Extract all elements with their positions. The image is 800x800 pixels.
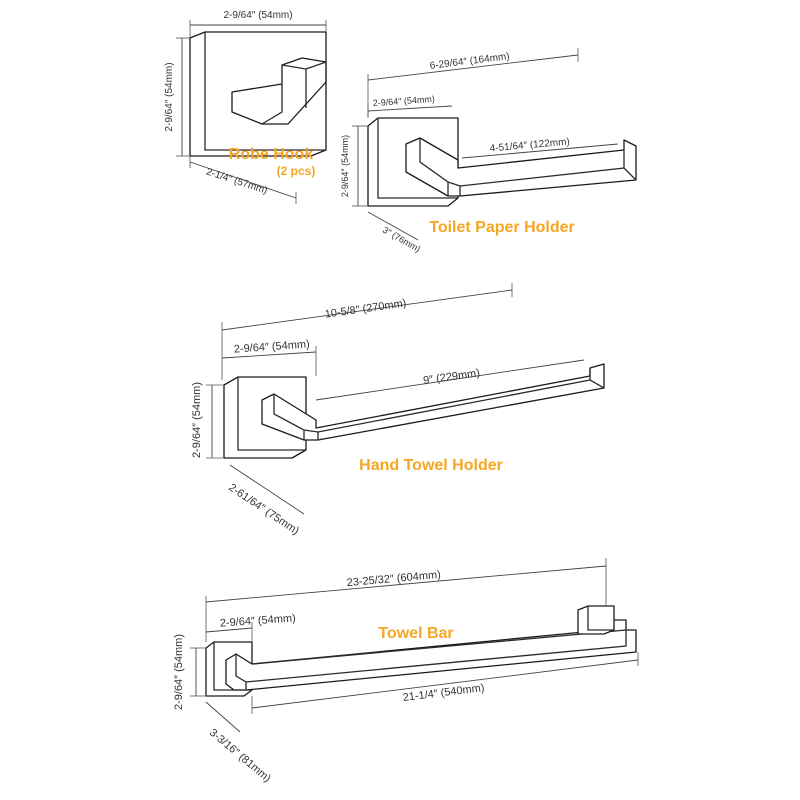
hand-towel-holder-overall-label: 10-5/8″ (270mm) (324, 297, 407, 320)
towel-bar-overall-label: 23-25/32″ (604mm) (346, 569, 441, 589)
hand-towel-holder-height-label: 2-9/64″ (54mm) (191, 382, 203, 458)
robe-hook-depth-label: 2-1/4″ (57mm) (205, 167, 269, 197)
towel-bar-height-label: 2-9/64″ (54mm) (173, 634, 185, 710)
towel-bar-bar-label: 21-1/4″ (540mm) (402, 682, 485, 704)
toilet-paper-holder-overall-label: 6-29/64″ (164mm) (429, 51, 510, 72)
hand-towel-holder-arm-label: 9″ (229mm) (422, 367, 480, 387)
robe-hook-note: (2 pcs) (277, 164, 316, 178)
hand-towel-holder-depth-label: 2-61/64″ (75mm) (226, 482, 301, 538)
robe-hook-width-label: 2-9/64″ (54mm) (223, 10, 292, 21)
robe-hook-arm (231, 57, 327, 125)
toilet-paper-holder-height-label: 2-9/64″ (54mm) (340, 135, 350, 197)
toilet-paper-holder-title: Toilet Paper Holder (429, 219, 575, 236)
towel-bar-title: Towel Bar (378, 625, 453, 642)
toilet-paper-holder-arm (405, 137, 637, 197)
hand-towel-holder-drawing (206, 283, 605, 515)
towel-bar-depth-label: 3-3/16″ (81mm) (207, 727, 273, 785)
toilet-paper-holder-base-width-label: 2-9/64″ (54mm) (372, 94, 435, 108)
robe-hook-drawing (176, 20, 327, 204)
hand-towel-holder-title: Hand Towel Holder (359, 457, 503, 474)
towel-bar-base-width-label: 2-9/64″ (54mm) (219, 612, 296, 629)
toilet-paper-holder-drawing (352, 48, 637, 241)
robe-hook-height-label: 2-9/64″ (54mm) (164, 62, 175, 131)
robe-hook-title: Robe Hook (229, 146, 314, 163)
hand-towel-holder-arm (261, 363, 605, 441)
toilet-paper-holder-depth-label: 3″ (76mm) (381, 225, 422, 255)
towel-bar-drawing (190, 558, 639, 733)
hand-towel-holder-base-width-label: 2-9/64″ (54mm) (233, 338, 310, 355)
